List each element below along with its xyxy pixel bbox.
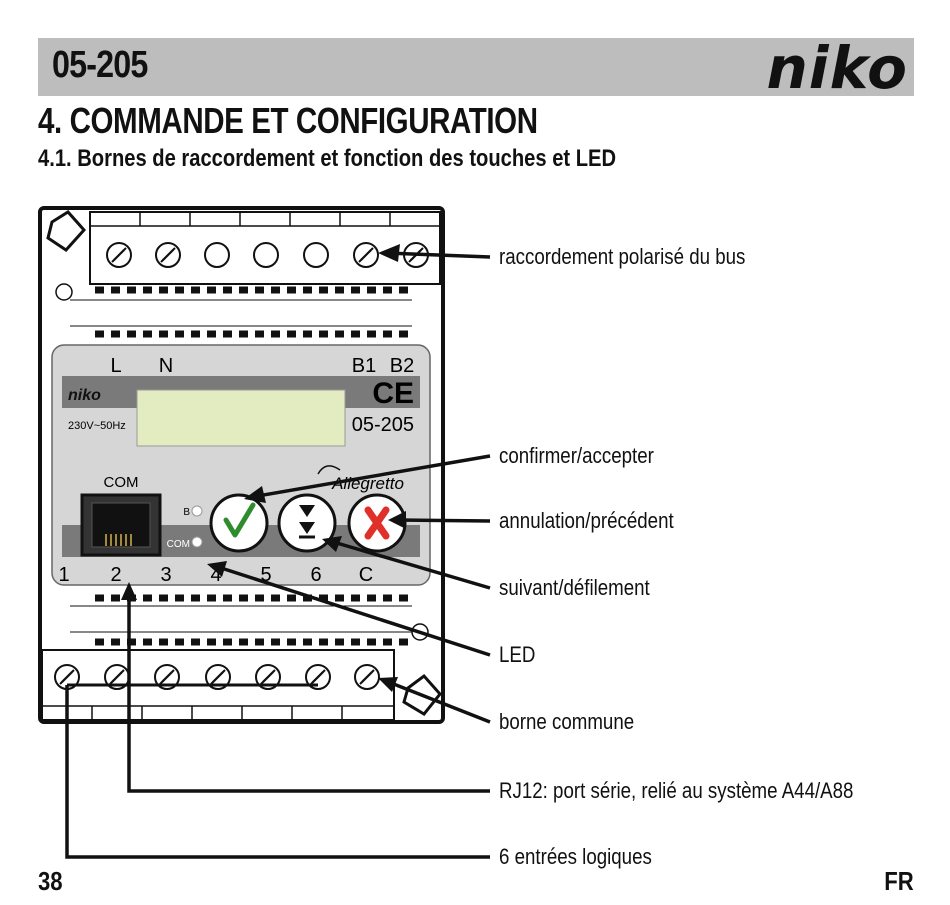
bottom-screw-4	[205, 664, 231, 690]
cross-icon	[364, 506, 390, 540]
language-code: FR	[884, 866, 914, 896]
leader-confirm	[251, 454, 491, 499]
top-screw-b1	[353, 242, 379, 268]
terminal-number-5: 5	[260, 564, 271, 586]
top-screw-1	[106, 242, 132, 268]
confirm-button	[209, 493, 269, 553]
leader-led	[214, 564, 491, 657]
label-B1: B1	[352, 355, 376, 377]
panel-model: 05-205	[352, 414, 414, 436]
leader-inputs	[65, 685, 490, 859]
callout-cancel: annulation/précédent	[499, 508, 674, 533]
terminal-number-c: C	[359, 564, 373, 586]
callout-confirm: confirmer/accepter	[499, 443, 654, 468]
led-b	[191, 505, 203, 517]
chevron-down-icon	[299, 505, 315, 517]
lcd-display	[136, 389, 346, 447]
com-label: COM	[104, 474, 139, 491]
top-screw-2	[155, 242, 181, 268]
top-hole-2	[253, 242, 279, 268]
led-com	[191, 536, 203, 548]
leader-bus	[385, 251, 491, 259]
section-title: 4. COMMANDE ET CONFIGURATION	[38, 100, 538, 141]
leader-cancel	[395, 518, 491, 523]
ce-mark: CE	[372, 377, 414, 410]
callout-rj12: RJ12: port série, relié au système A44/A…	[499, 778, 854, 803]
label-L: L	[110, 355, 121, 377]
top-hole-3	[303, 242, 329, 268]
bottom-screw-c	[354, 664, 380, 690]
label-B2: B2	[390, 355, 414, 377]
callout-bus: raccordement polarisé du bus	[499, 244, 746, 269]
terminal-number-4: 4	[210, 564, 221, 586]
bottom-screw-2	[104, 664, 130, 690]
next-button	[277, 493, 337, 553]
subsection-title: 4.1. Bornes de raccordement et fonction …	[38, 145, 617, 172]
cancel-button	[347, 493, 407, 553]
leader-common	[385, 679, 491, 724]
callout-led: LED	[499, 642, 536, 667]
terminal-number-6: 6	[310, 564, 321, 586]
terminal-number-3: 3	[160, 564, 171, 586]
clip-top-left	[46, 210, 87, 252]
page-number: 38	[38, 866, 63, 896]
terminal-number-1: 1	[58, 564, 69, 586]
niko-logo: niko	[766, 34, 908, 102]
top-hole-1	[204, 242, 230, 268]
callout-inputs: 6 entrées logiques	[499, 844, 652, 869]
voltage-label: 230V~50Hz	[68, 420, 126, 432]
terminal-number-2: 2	[110, 564, 121, 586]
header-bar: 05-205 niko	[38, 34, 914, 102]
led-b-label: B	[183, 507, 190, 518]
callout-common: borne commune	[499, 709, 635, 734]
check-icon	[223, 502, 256, 538]
label-N: N	[159, 355, 173, 377]
bottom-screw-5	[255, 664, 281, 690]
leader-rj12	[127, 590, 490, 793]
header-model: 05-205	[52, 44, 148, 86]
panel-niko-logo: niko	[68, 387, 101, 404]
callout-next: suivant/défilement	[499, 575, 650, 600]
leader-next	[329, 539, 491, 590]
bottom-screw-3	[154, 664, 180, 690]
bottom-screw-6	[305, 664, 331, 690]
led-com-label: COM	[167, 539, 190, 550]
